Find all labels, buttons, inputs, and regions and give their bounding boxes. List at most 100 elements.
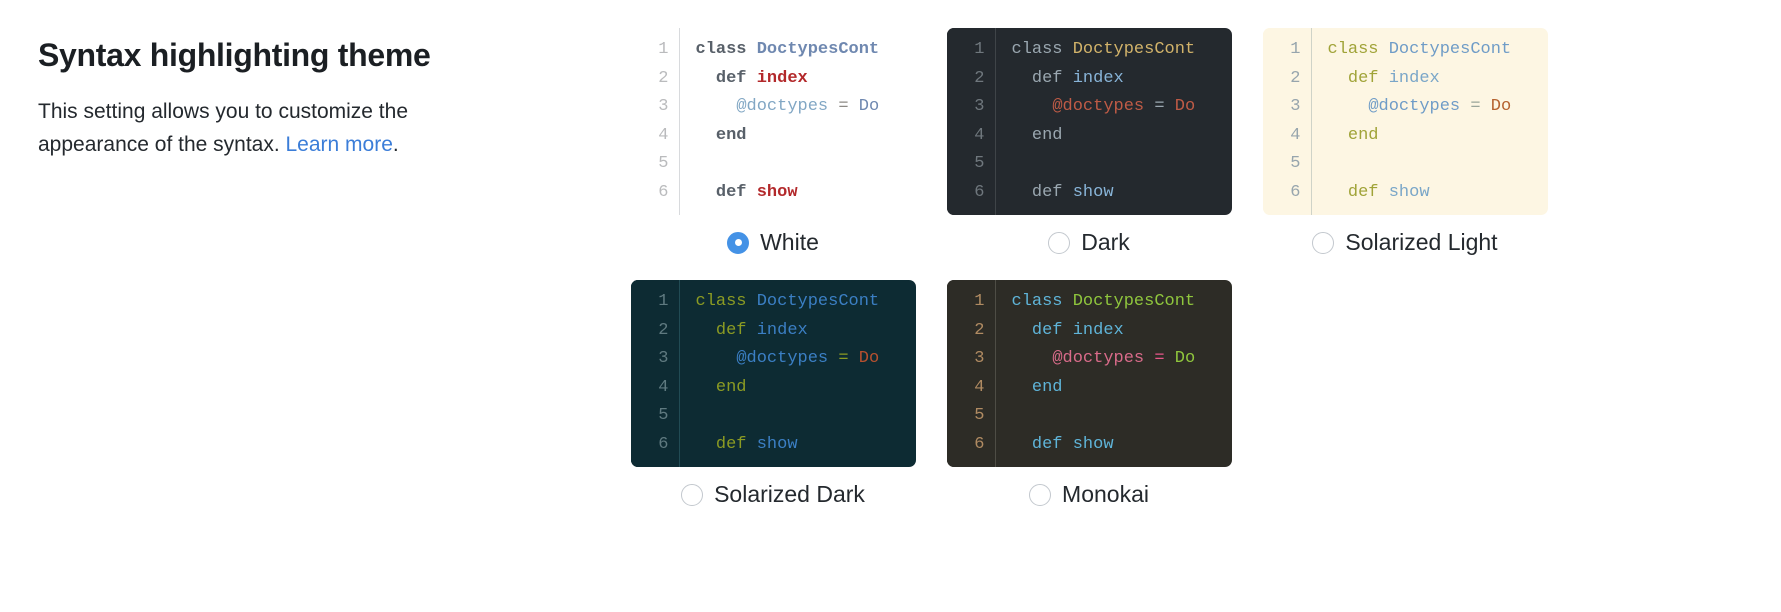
code-line: def show [1012, 431, 1232, 460]
code-line: class DoctypesCont [1012, 36, 1232, 65]
code-line: @doctypes = Do [1012, 93, 1232, 122]
code-token: show [1072, 182, 1114, 202]
line-number: 4 [658, 125, 669, 145]
code-line [1012, 402, 1232, 431]
code-token: class [1011, 292, 1073, 311]
radio-sollight[interactable] [1312, 231, 1335, 254]
radio-monokai[interactable] [1029, 483, 1052, 506]
code-token: index [1072, 320, 1124, 340]
code-token: def [1031, 320, 1073, 340]
code-token: = [1144, 97, 1175, 117]
line-number: 2 [658, 68, 669, 88]
code-token: end [715, 125, 747, 145]
line-number: 6 [658, 434, 669, 454]
line-number: 6 [658, 182, 669, 202]
line-number: 3 [974, 97, 985, 117]
line-number-gutter: 1 2 3 4 5 6 [630, 28, 679, 215]
theme-option-white[interactable]: 1 2 3 4 5 6 class DoctypesCont def index @doct… [615, 28, 931, 254]
code-line [696, 402, 916, 431]
radio-soldark[interactable] [681, 483, 704, 506]
line-number: 2 [658, 320, 669, 340]
line-number: 1 [658, 40, 669, 59]
line-number: 3 [658, 97, 669, 117]
code-token: def [1031, 68, 1073, 88]
code-line: class DoctypesCont [696, 36, 916, 65]
code-line: def show [1012, 179, 1232, 208]
line-number: 5 [974, 154, 985, 174]
setting-description-text: This setting allows you to customize the… [38, 100, 409, 156]
code-token: Do [858, 349, 880, 369]
code-line: @doctypes = Do [1328, 93, 1548, 122]
code-token: class [1327, 40, 1389, 59]
radio-dark[interactable] [1048, 231, 1071, 254]
code-token: @doctypes [736, 97, 829, 117]
code-token: def [1031, 182, 1073, 202]
line-number: 2 [974, 68, 985, 88]
line-number: 1 [1290, 40, 1301, 59]
learn-more-link[interactable]: Learn more [285, 132, 393, 156]
code-body: class DoctypesCont def index @doctypes =… [1310, 28, 1548, 215]
theme-radio-row-sollight[interactable]: Solarized Light [1312, 229, 1498, 255]
code-token: show [756, 434, 798, 454]
line-number: 4 [974, 377, 985, 397]
setting-description-column: Syntax highlighting theme This setting a… [38, 36, 538, 161]
line-number: 2 [974, 320, 985, 340]
code-token: class [695, 40, 757, 59]
line-number: 5 [658, 406, 669, 426]
theme-label-soldark: Solarized Dark [714, 481, 865, 507]
line-number: 5 [974, 406, 985, 426]
line-number: 1 [974, 292, 985, 311]
code-token: def [1347, 68, 1389, 88]
code-token: = [828, 97, 859, 117]
line-number: 5 [1290, 154, 1301, 174]
code-token: end [1347, 125, 1379, 145]
theme-label-sollight: Solarized Light [1345, 229, 1498, 255]
code-token: = [1144, 349, 1175, 369]
code-token: Do [858, 97, 880, 117]
code-token: @doctypes [1052, 97, 1145, 117]
theme-label-monokai: Monokai [1062, 481, 1149, 507]
code-line: def index [696, 65, 916, 94]
line-number: 3 [974, 349, 985, 369]
code-line: def index [1012, 65, 1232, 94]
theme-label-dark: Dark [1081, 229, 1130, 255]
code-preview-white[interactable]: 1 2 3 4 5 6 class DoctypesCont def index @doct… [630, 28, 916, 215]
code-line: end [1328, 122, 1548, 151]
radio-white[interactable] [727, 231, 750, 254]
code-token: show [1072, 434, 1114, 454]
code-token: def [715, 182, 757, 202]
code-body: class DoctypesCont def index @doctypes =… [678, 28, 916, 215]
code-token: index [1072, 68, 1124, 88]
code-line: end [696, 374, 916, 403]
theme-radio-row-dark[interactable]: Dark [1048, 231, 1130, 254]
line-number: 5 [658, 154, 669, 174]
theme-radio-row-monokai[interactable]: Monokai [1029, 483, 1149, 506]
theme-radio-row-soldark[interactable]: Solarized Dark [681, 483, 865, 506]
setting-description-period: . [392, 132, 399, 156]
code-token: = [1460, 97, 1491, 117]
theme-label-white: White [760, 229, 819, 255]
setting-description: This setting allows you to customize the… [38, 96, 508, 161]
theme-radio-row-white[interactable]: White [727, 231, 819, 254]
code-token: show [756, 182, 798, 202]
code-token: index [756, 68, 808, 88]
code-token: = [828, 349, 859, 369]
code-line: def index [1328, 65, 1548, 94]
code-line: def show [1328, 179, 1548, 208]
code-line [1012, 150, 1232, 179]
line-number: 3 [658, 349, 669, 369]
code-line: def index [696, 317, 916, 346]
code-line: end [1012, 374, 1232, 403]
